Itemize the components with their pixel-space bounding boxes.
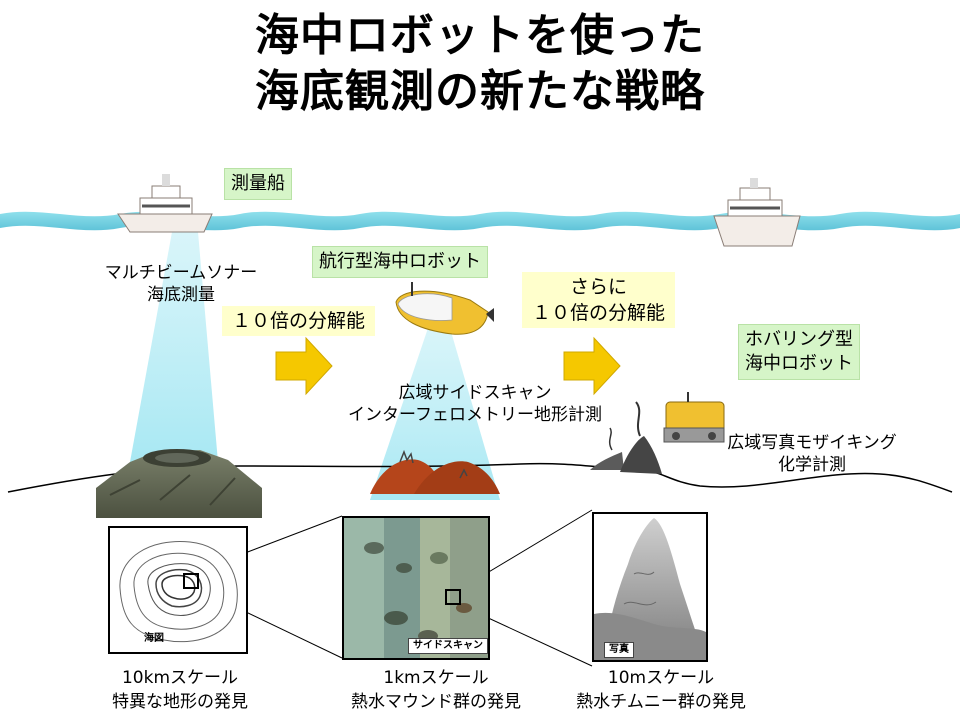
volcano-image — [96, 449, 262, 518]
sonar-label-line-1: マルチビームソナー — [104, 263, 258, 283]
sonar-label-line-2: 海底測量 — [147, 285, 215, 305]
mosaic-label: 広域写真モザイキング 化学計測 — [712, 432, 912, 476]
caption-10m-line-1: 10mスケール — [607, 668, 715, 688]
hovering-label-line-1: ホバリング型 — [745, 329, 853, 350]
sidescan-panel: サイドスキャン — [342, 516, 490, 660]
sidescan-label-line-2: インターフェロメトリー地形計測 — [348, 405, 602, 425]
caption-10km-line-2: 特異な地形の発見 — [112, 692, 248, 712]
mosaic-label-line-1: 広域写真モザイキング — [727, 433, 897, 453]
sonar-beam — [130, 232, 218, 462]
arrow-right-2 — [563, 336, 621, 396]
title: 海中ロボットを使った 海底観測の新たな戦略 — [0, 8, 960, 120]
caption-10km-line-1: 10kmスケール — [121, 668, 239, 688]
hovering-rov — [663, 392, 725, 443]
sidescan-label: 広域サイドスキャン インターフェロメトリー地形計測 — [340, 382, 610, 426]
mosaic-label-line-2: 化学計測 — [778, 455, 846, 475]
resolution-label-2: さらに １０倍の分解能 — [522, 272, 676, 328]
map-tag: 海図 — [144, 633, 164, 644]
contour-map-panel: 海図 — [108, 526, 248, 654]
resolution-label-2-line-1: さらに — [570, 276, 628, 298]
sidescan-label-line-1: 広域サイドスキャン — [398, 383, 552, 403]
sidescan-tag: サイドスキャン — [408, 638, 488, 654]
survey-ship-label: 測量船 — [224, 168, 292, 200]
caption-1km-line-1: 1kmスケール — [383, 668, 489, 688]
caption-1km: 1kmスケール 熱水マウンド群の発見 — [326, 666, 546, 714]
title-line-1: 海中ロボットを使った — [255, 10, 705, 61]
photo-panel: 写真 — [592, 512, 708, 662]
survey-ship-right — [713, 178, 801, 247]
caption-10m-line-2: 熱水チムニー群の発見 — [576, 692, 746, 712]
hovering-label-line-2: 海中ロボット — [745, 353, 853, 374]
chimneys — [590, 401, 662, 474]
sonar-label: マルチビームソナー 海底測量 — [96, 262, 266, 306]
caption-10m: 10mスケール 熱水チムニー群の発見 — [556, 666, 766, 714]
contour-map-image — [110, 528, 246, 652]
sidescan-image — [344, 518, 488, 658]
auv-robot — [395, 282, 494, 335]
hydrothermal-mounds — [370, 449, 500, 494]
resolution-label-2-line-2: １０倍の分解能 — [532, 302, 666, 324]
survey-ship-left — [117, 174, 213, 233]
hovering-label: ホバリング型 海中ロボット — [738, 324, 860, 380]
caption-1km-line-2: 熱水マウンド群の発見 — [351, 692, 521, 712]
photo-tag: 写真 — [604, 642, 634, 658]
chimney-photo-image — [594, 514, 706, 660]
caption-10km: 10kmスケール 特異な地形の発見 — [80, 666, 280, 714]
resolution-label-1: １０倍の分解能 — [222, 306, 376, 336]
arrow-right-1 — [275, 336, 333, 396]
auv-label: 航行型海中ロボット — [312, 246, 488, 278]
title-line-2: 海底観測の新たな戦略 — [255, 66, 705, 117]
